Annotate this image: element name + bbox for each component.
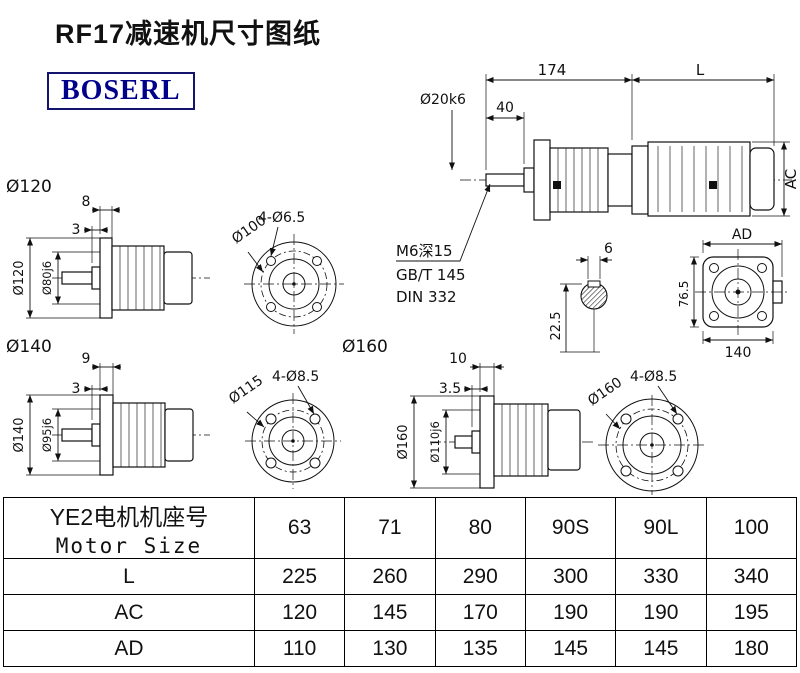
note-tapped-hole: M6深15: [396, 242, 453, 260]
table-cell: 300: [524, 558, 617, 595]
pilot-dia-120: Ø80j6: [40, 261, 54, 295]
table-cell: 330: [615, 558, 707, 595]
motor-body: [647, 141, 751, 217]
pilot-dia-140: Ø95j6: [40, 418, 54, 452]
bolt-circle: [260, 250, 328, 318]
dim-174: 174: [538, 61, 567, 79]
flange-dia-140: Ø140: [12, 417, 27, 452]
table-cell: 170: [434, 594, 526, 631]
motor-size-header-cell: YE2电机机座号 Motor Size: [3, 497, 255, 559]
dimension-table: YE2电机机座号 Motor Size 63 71 80 90S 90L 100…: [3, 497, 798, 667]
holes-callout-160: 4-Ø8.5: [630, 369, 677, 385]
table-row-L: L 225 260 290 300 330 340: [3, 558, 798, 595]
table-cell: 145: [524, 630, 617, 667]
table-cell: 90L: [615, 497, 707, 559]
fan-cover: [749, 147, 775, 211]
table-cell: 225: [253, 558, 346, 595]
page-title: RF17减速机尺寸图纸: [55, 19, 322, 49]
circle-callout-160: Ø160: [585, 375, 625, 410]
dim-L: L: [696, 61, 705, 79]
gearbox-housing: [549, 147, 609, 213]
table-cell: 80: [434, 497, 526, 559]
unit-120-label: Ø120: [6, 177, 52, 197]
table-cell: 135: [434, 630, 526, 667]
flange-face-120: 4-Ø6.5 Ø100: [229, 210, 344, 334]
table-cell: 71: [344, 497, 436, 559]
flange-dia-120: Ø120: [12, 260, 27, 295]
row-label: AD: [3, 630, 255, 667]
plug: [709, 181, 717, 189]
bolt-circle: [261, 409, 325, 473]
table-row-AC: AC 120 145 170 190 190 195: [3, 594, 798, 631]
unit-160-view: Ø160 10 3.5 Ø160: [342, 337, 595, 489]
table-cell: 180: [705, 630, 798, 667]
dim-3-140: 3: [72, 381, 81, 397]
dim-22-5: 22.5: [549, 312, 564, 341]
table-cell: 145: [344, 594, 436, 631]
table-cell: 290: [434, 558, 526, 595]
dim-AD: AD: [732, 227, 752, 243]
flange-140: [99, 394, 114, 476]
flange-face-160: 4-Ø8.5 Ø160: [585, 369, 706, 495]
brand-logo: BOSERL: [47, 72, 195, 110]
table-cell: 195: [705, 594, 798, 631]
gearbox-flange: [533, 139, 551, 221]
row-label: L: [3, 558, 255, 595]
table-cell: 130: [344, 630, 436, 667]
table-cell: 340: [705, 558, 798, 595]
bolt-circle: [615, 408, 689, 482]
keyway: [587, 280, 601, 288]
flange-dia-160: Ø160: [396, 424, 411, 459]
plug: [553, 181, 561, 189]
dim-key-width: 6: [604, 241, 613, 257]
shaft-diameter-label: Ø20k6: [420, 92, 466, 108]
shaft-section-view: 6 22.5: [549, 241, 613, 353]
note-gbt: GB/T 145: [396, 266, 466, 284]
circle-callout-120: Ø100: [229, 213, 269, 248]
dim-3-5: 3.5: [439, 381, 461, 397]
holes-callout-140: 4-Ø8.5: [272, 369, 319, 385]
table-cell: 120: [253, 594, 346, 631]
row-label: AC: [3, 594, 255, 631]
table-cell: 63: [253, 497, 346, 559]
unit-140-label: Ø140: [6, 337, 52, 357]
table-cell: 145: [615, 630, 707, 667]
flange-face-140: 4-Ø8.5 Ø115: [226, 369, 341, 489]
input-shaft: [485, 173, 525, 187]
pilot-dia-160: Ø110j6: [428, 421, 442, 463]
unit-140-view: Ø140 9 3 Ø140: [6, 337, 210, 476]
dim-10: 10: [449, 351, 467, 367]
technical-drawing: 174 L 40 Ø20k6 AC M6深15 GB/T 145 DIN 332: [6, 61, 800, 495]
unit-160-label: Ø160: [342, 337, 388, 357]
unit-120-view: Ø120 8 3 Ø120: [6, 177, 210, 319]
holes-callout-120: 4-Ø6.5: [258, 210, 305, 226]
table-cell: 110: [253, 630, 346, 667]
dim-3: 3: [72, 222, 81, 238]
motor-flange: [631, 145, 649, 215]
dim-9: 9: [82, 351, 91, 367]
dim-140: 140: [725, 345, 752, 361]
table-cell: 190: [615, 594, 707, 631]
motor-size-label-en: Motor Size: [55, 534, 203, 558]
note-din: DIN 332: [396, 288, 457, 306]
flange-160: [479, 395, 495, 489]
table-cell: 100: [705, 497, 798, 559]
dim-AC: AC: [782, 169, 800, 189]
dim-8: 8: [82, 194, 91, 210]
dim-40: 40: [496, 100, 514, 116]
table-cell: 260: [344, 558, 436, 595]
dim-76-5: 76.5: [677, 281, 691, 308]
table-cell: 90S: [524, 497, 617, 559]
table-cell: 190: [524, 594, 617, 631]
table-header-row: YE2电机机座号 Motor Size 63 71 80 90S 90L 100: [3, 497, 798, 559]
main-assembly-view: 174 L 40 Ø20k6 AC M6深15 GB/T 145 DIN 332: [396, 61, 800, 306]
circle-callout-140: Ø115: [226, 373, 266, 408]
motor-size-label-cn: YE2电机机座号: [49, 504, 209, 530]
flange-120: [99, 237, 113, 319]
output-rear-view: AD 76.5 140: [677, 227, 790, 361]
table-row-AD: AD 110 130 135 145 145 180: [3, 630, 798, 667]
